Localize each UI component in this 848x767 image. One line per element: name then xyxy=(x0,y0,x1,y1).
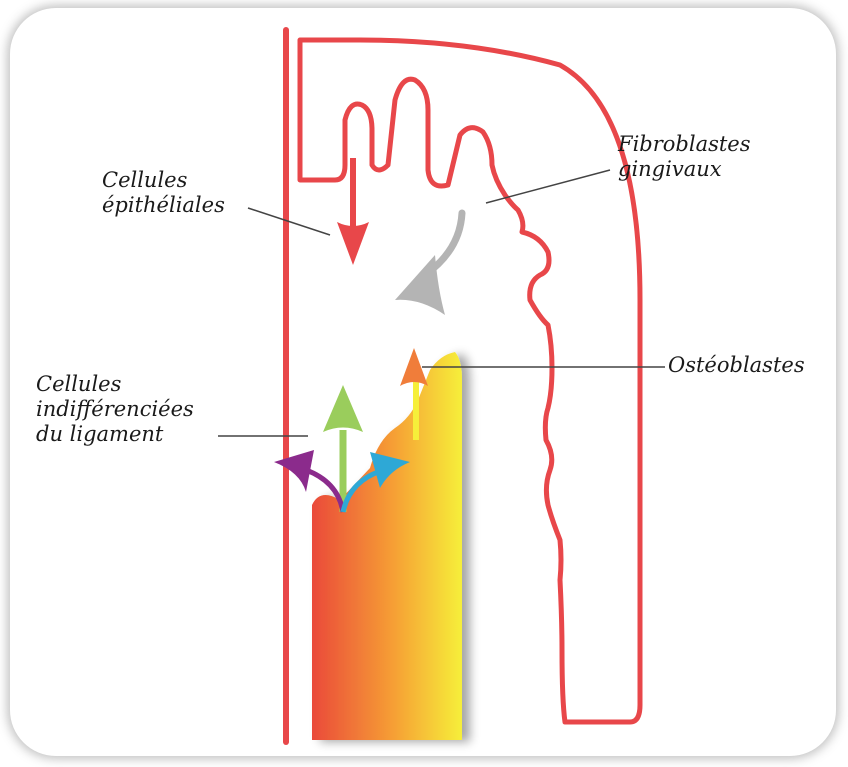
fibroblasts-leader-line xyxy=(486,170,610,203)
fibroblasts-label: Fibroblastes gingivaux xyxy=(618,132,751,182)
fibroblasts-arrow xyxy=(395,213,462,315)
ligament-left-arrow-head xyxy=(274,450,314,492)
osteoblasts-label: Ostéoblastes xyxy=(668,353,805,378)
epithelial-cells-label: Cellules épithéliales xyxy=(102,168,225,218)
ligament-cells-label: Cellules indifférenciées du ligament xyxy=(36,372,194,447)
ligament-up-arrow-head xyxy=(323,385,363,432)
